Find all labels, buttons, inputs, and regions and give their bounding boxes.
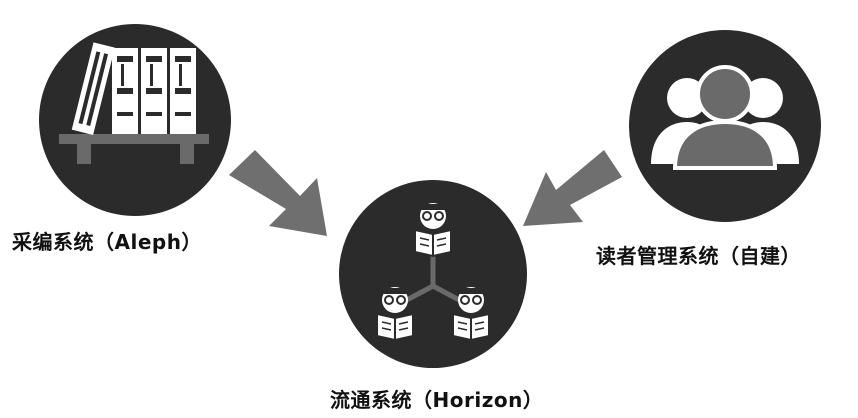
acquisition-label: 采编系统（Aleph） [12, 230, 202, 254]
reader-figure-left [376, 287, 414, 342]
reader-label: 读者管理系统（自建） [596, 244, 801, 268]
bookshelf-icon [59, 42, 209, 164]
reader-figure-right [452, 287, 490, 342]
acquisition-node [39, 24, 231, 216]
reader-node [629, 30, 821, 222]
circulation-node [339, 180, 527, 368]
arrow-acquisition-to-circulation [229, 150, 327, 236]
reader-figure-top [414, 203, 452, 258]
user-group-icon [651, 65, 799, 170]
arrow-reader-to-circulation [523, 150, 622, 226]
readers-network-icon [376, 203, 490, 342]
circulation-label: 流通系统（Horizon） [330, 388, 544, 412]
